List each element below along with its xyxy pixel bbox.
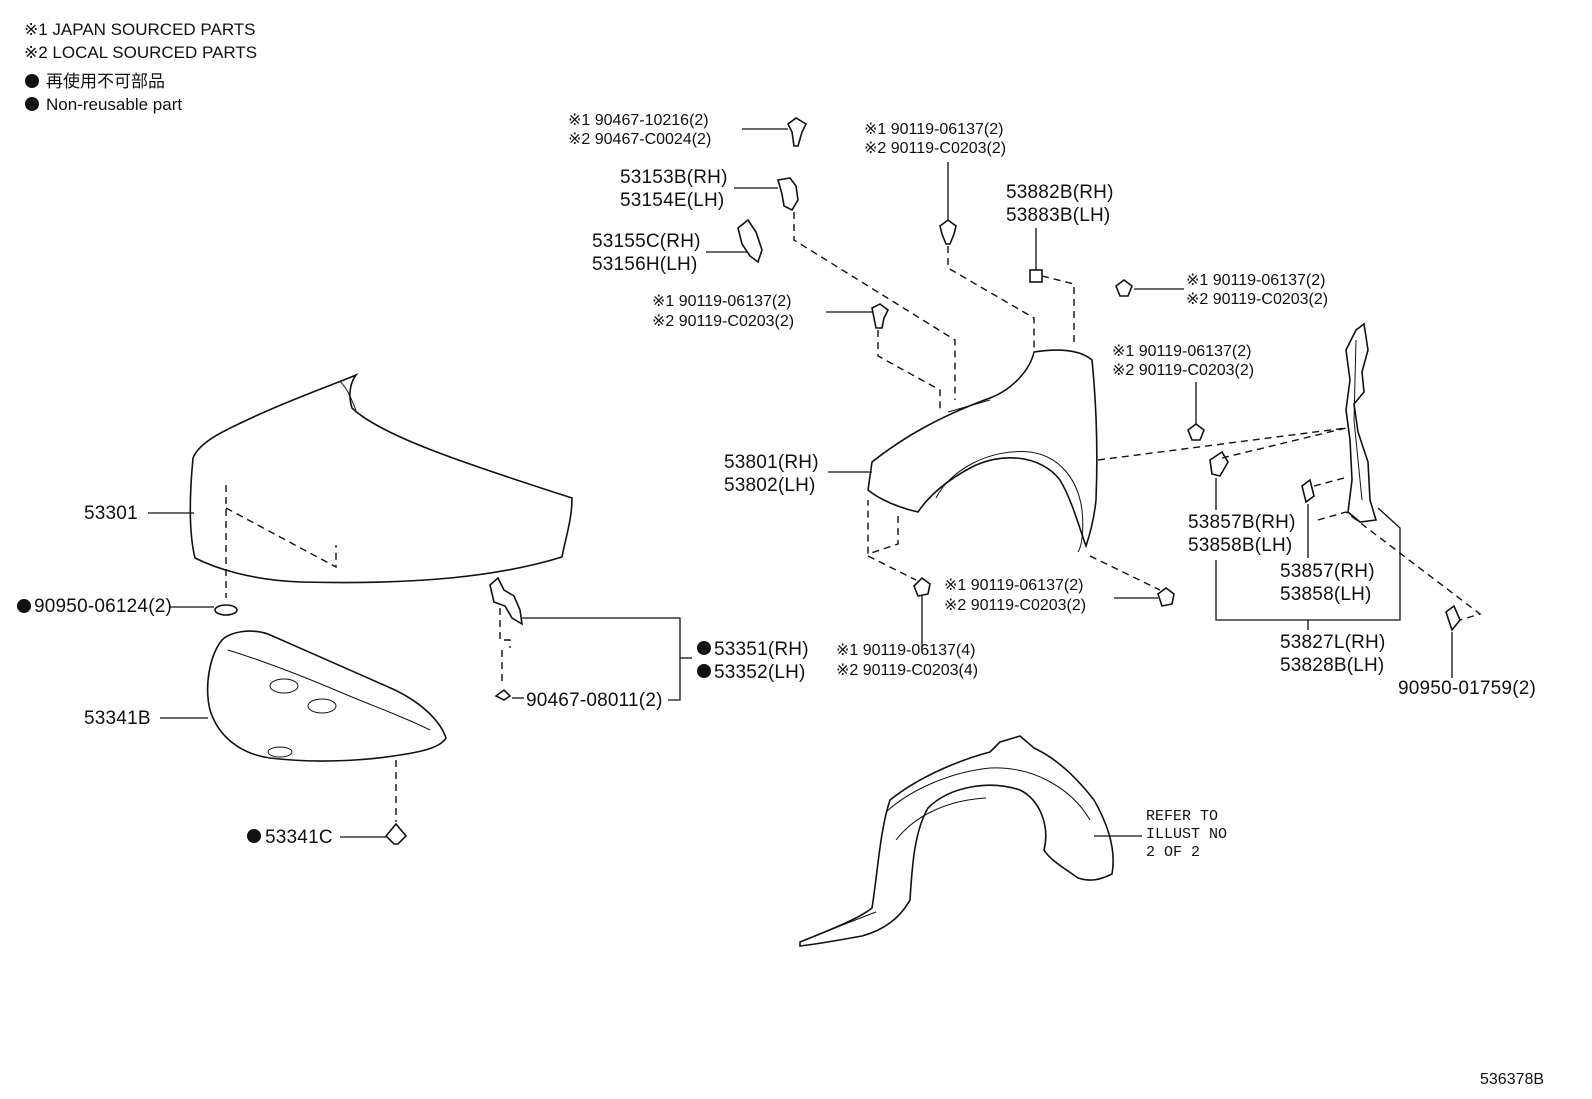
non-reusable-dot-icon: [25, 97, 39, 111]
label-53154e: 53154E(LH): [620, 190, 724, 211]
legend-japan: ※1 JAPAN SOURCED PARTS: [24, 20, 256, 39]
bolt-part: [913, 576, 931, 597]
diagram-id: 536378B: [1480, 1071, 1544, 1088]
non-reusable-dot-icon: [247, 829, 261, 843]
label-bolt-b2: ※2 90119-C0203(2): [864, 140, 1006, 157]
label-90950-06124: 90950-06124(2): [34, 596, 172, 617]
clip-53341c-part: [384, 822, 408, 845]
clip-dashed-line: [1221, 427, 1347, 459]
clip-53857b-part: [1209, 450, 1229, 477]
label-53155c: 53155C(RH): [592, 231, 701, 252]
label-bolt-d2: ※2 90119-C0203(2): [1112, 362, 1254, 379]
label-bolt-f1: ※1 90119-06137(4): [836, 642, 975, 659]
refer-line-3: 2 OF 2: [1146, 844, 1200, 861]
label-53351: 53351(RH): [714, 639, 809, 660]
label-bolt-a2: ※2 90119-C0203(2): [652, 313, 794, 330]
hood-dashed-line: [225, 507, 337, 569]
label-53352: 53352(LH): [714, 662, 806, 683]
label-90950-01759: 90950-01759(2): [1398, 678, 1536, 699]
label-53341b: 53341B: [84, 708, 151, 729]
bolt-part: [871, 303, 890, 329]
bolt-dashed-line: [877, 330, 941, 412]
fender-dashed-line: [1089, 555, 1161, 591]
leader-bracket: [522, 617, 681, 701]
legend: ※1 JAPAN SOURCED PARTS ※2 LOCAL SOURCED …: [24, 20, 257, 114]
label-53341c: 53341C: [265, 827, 333, 848]
seal-part: [214, 604, 238, 616]
seal-53882b-part: [1029, 269, 1043, 283]
bolt-part: [1187, 423, 1205, 441]
label-clip-top-2: ※2 90467-C0024(2): [568, 131, 711, 148]
label-bolt-f2: ※2 90119-C0203(4): [836, 662, 978, 679]
label-53882b: 53882B(RH): [1006, 182, 1114, 203]
fender-dashed-line: [867, 555, 917, 581]
bracket-dashed-line: [1317, 511, 1482, 621]
label-bolt-b1: ※1 90119-06137(2): [864, 121, 1003, 138]
fender-part: [867, 349, 1098, 553]
legend-local: ※2 LOCAL SOURCED PARTS: [24, 43, 257, 62]
legend-nonreuse-jp: 再使用不可部品: [46, 71, 165, 91]
refer-line-1: REFER TO: [1146, 808, 1218, 825]
label-53858: 53858(LH): [1280, 584, 1372, 605]
fender-dashed-line: [867, 500, 899, 555]
label-53827l: 53827L(RH): [1280, 632, 1386, 653]
label-bolt-c2: ※2 90119-C0203(2): [1186, 291, 1328, 308]
fender-liner-part: [799, 735, 1114, 947]
seal-dashed-line: [1041, 275, 1075, 344]
fender-bracket-part: [1345, 322, 1378, 523]
label-53883b: 53883B(LH): [1006, 205, 1110, 226]
non-reusable-dot-icon: [17, 599, 31, 613]
bracket-53153b-part: [776, 177, 799, 212]
bracket-dashed-line: [793, 212, 956, 400]
legend-nonreuse-en: Non-reusable part: [46, 95, 182, 114]
bracket-53155c-part: [737, 218, 763, 264]
label-53858b: 53858B(LH): [1188, 535, 1292, 556]
seal-dashed-line: [1313, 477, 1345, 487]
non-reusable-dot-icon: [697, 641, 711, 655]
seal-53857-part: [1301, 478, 1315, 504]
label-53857b: 53857B(RH): [1188, 512, 1296, 533]
refer-line-2: ILLUST NO: [1146, 826, 1227, 843]
label-bolt-c1: ※1 90119-06137(2): [1186, 272, 1325, 289]
label-bolt-d1: ※1 90119-06137(2): [1112, 343, 1251, 360]
label-53156h: 53156H(LH): [592, 254, 698, 275]
hinge-dashed-line: [499, 608, 511, 686]
seal-90950-part: [1445, 604, 1461, 632]
label-53801: 53801(RH): [724, 452, 819, 473]
label-53802: 53802(LH): [724, 475, 816, 496]
bolt-dashed-line: [947, 246, 1035, 350]
bolt-part: [939, 219, 957, 245]
label-90467-08011: 90467-08011(2): [526, 690, 663, 711]
non-reusable-dot-icon: [697, 664, 711, 678]
label-53857: 53857(RH): [1280, 561, 1375, 582]
bolt-part: [1157, 587, 1175, 607]
non-reusable-dot-icon: [25, 74, 39, 88]
label-53301: 53301: [84, 503, 138, 524]
hinge-part: [489, 576, 524, 626]
label-bolt-e2: ※2 90119-C0203(2): [944, 597, 1086, 614]
label-bolt-e1: ※1 90119-06137(2): [944, 577, 1083, 594]
bolt-part: [1115, 279, 1133, 297]
hood-part: [189, 373, 573, 584]
label-clip-top-1: ※1 90467-10216(2): [568, 112, 709, 129]
label-53153b: 53153B(RH): [620, 167, 728, 188]
bolt-part: [494, 688, 512, 701]
fender-dashed-line: [1097, 427, 1347, 461]
label-53828b: 53828B(LH): [1280, 655, 1384, 676]
label-bolt-a1: ※1 90119-06137(2): [652, 293, 791, 310]
clip-part: [786, 117, 808, 147]
leader-bracket: [1215, 507, 1401, 621]
hood-insulator-part: [206, 630, 447, 762]
